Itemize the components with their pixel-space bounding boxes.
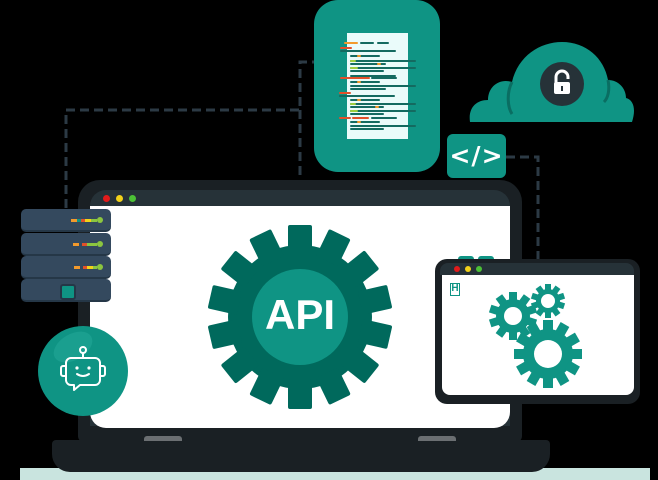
server-power-button [60, 284, 76, 300]
code-tag-icon: </> [447, 134, 506, 178]
maximize-dot [129, 195, 136, 202]
server-unit [21, 256, 111, 279]
api-label: API [264, 291, 335, 338]
api-gear-icon [208, 225, 392, 409]
hinge-left [144, 436, 182, 441]
code-document-icon [339, 33, 416, 139]
window-tabs [458, 256, 494, 260]
laptop-base [52, 440, 550, 472]
gears-icon [488, 284, 582, 388]
lock-icon [554, 69, 570, 94]
server-unit [21, 279, 111, 302]
logo-icon: H [450, 283, 460, 296]
minimize-dot [465, 266, 471, 272]
gears-window-titlebar [440, 263, 634, 275]
minimize-dot [116, 195, 123, 202]
close-dot [103, 195, 110, 202]
hinge-right [418, 436, 456, 441]
maximize-dot [476, 266, 482, 272]
server-unit [21, 209, 111, 232]
lock-badge [540, 62, 584, 106]
chatbot-icon [60, 346, 106, 391]
close-dot [454, 266, 460, 272]
chatbot-badge [38, 326, 128, 416]
server-unit [21, 233, 111, 256]
